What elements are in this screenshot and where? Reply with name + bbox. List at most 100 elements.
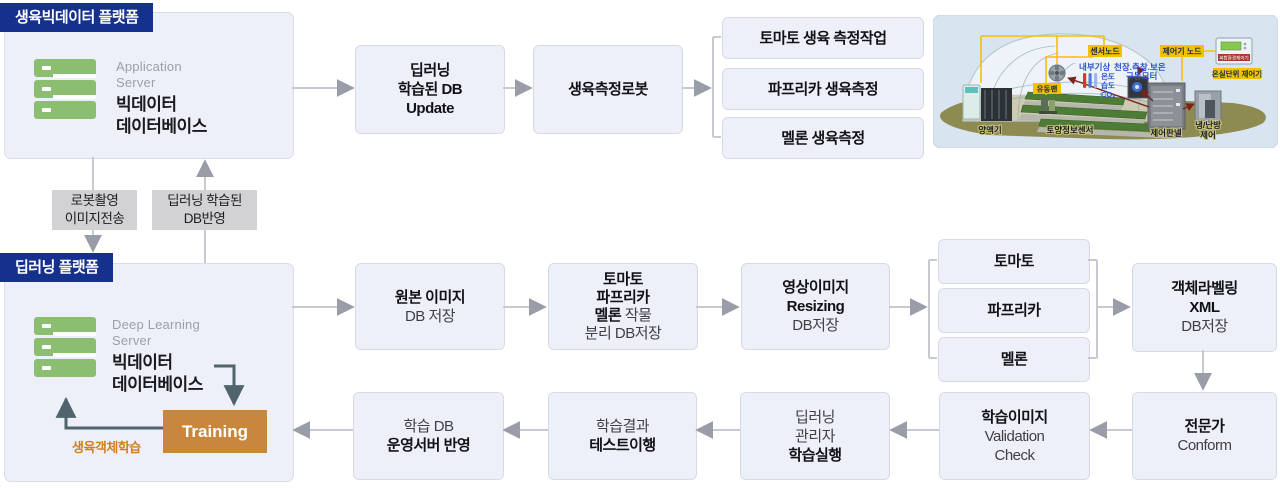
text-line: 딥러닝 bbox=[795, 408, 835, 426]
text-line: 딥러닝 bbox=[410, 62, 450, 79]
flow-box-expert-conform: 전문가 Conform bbox=[1132, 392, 1277, 480]
text-line: 학습이미지 bbox=[981, 408, 1048, 426]
chip-controller-node: 제어기 노드 bbox=[1162, 46, 1202, 56]
text-line: Update bbox=[406, 100, 454, 117]
text-line: 학습실행 bbox=[788, 446, 842, 464]
fan-icon bbox=[1048, 64, 1066, 82]
text-line: 학습결과 bbox=[595, 418, 650, 435]
text-line: 빅데이터 bbox=[116, 95, 177, 114]
chip-fan: 유동팬 bbox=[1037, 83, 1058, 93]
text-line: 로봇촬영 bbox=[70, 193, 119, 208]
text-line: 데이터베이스 bbox=[116, 117, 207, 136]
server-icon bbox=[34, 59, 96, 119]
label-nutrient: 양액기 bbox=[978, 125, 1001, 135]
chip-unit-controller: 온실단위 제어기 bbox=[1212, 68, 1262, 78]
text-line: 토마토 bbox=[603, 270, 643, 288]
text-line: Server bbox=[116, 75, 156, 90]
text-line: Conform bbox=[1177, 437, 1232, 454]
flow-box-measure-robot: 생육측정로봇 bbox=[533, 45, 683, 134]
server-icon bbox=[34, 317, 96, 377]
unit-controller-device: 복합환경제어기 bbox=[1215, 37, 1253, 65]
label-motor-line1: 천장.측창.보온 bbox=[1114, 62, 1166, 72]
training-box: Training bbox=[163, 410, 267, 453]
text-line: 영상이미지 bbox=[782, 279, 849, 296]
sensor-thermometers bbox=[1083, 73, 1098, 88]
flow-box-paprika-task: 파프리카 생육측정 bbox=[722, 68, 924, 110]
text-line: Server bbox=[112, 333, 152, 348]
text-line: 멜론 생육측정 bbox=[781, 129, 865, 147]
flow-box-melon-task: 멜론 생육측정 bbox=[722, 117, 924, 159]
flow-box-deploy-db: 학습 DB 운영서버 반영 bbox=[353, 392, 504, 480]
text-line: DB 저장 bbox=[404, 307, 456, 325]
device-caption: 복합환경제어기 bbox=[1219, 54, 1249, 61]
nutrient-machine bbox=[962, 84, 1012, 121]
training-note: 생육객체학습 bbox=[72, 440, 141, 455]
label-temp: 온도 bbox=[1101, 72, 1115, 81]
label-cooling-line1: 냉/난방 bbox=[1195, 120, 1221, 130]
deep-platform-tag: 딥러닝 플랫폼 bbox=[0, 253, 114, 282]
ground-labels: 양액기 토양정보센서 제어판넬 냉/난방 제어 bbox=[977, 119, 1222, 141]
text-line: Application bbox=[116, 59, 182, 74]
text-line: 파프리카 bbox=[987, 302, 1041, 319]
sensor-texts: 내부기상 천장.측창.보온 구동모터 온도 습도 CO₂ bbox=[1079, 62, 1166, 99]
control-panel-cabinet bbox=[1147, 82, 1186, 130]
text-line: DB저장 bbox=[1181, 318, 1228, 335]
yellow-wiring bbox=[980, 35, 1216, 95]
label-control-panel: 제어판넬 bbox=[1150, 128, 1181, 138]
label-humidity: 습도 bbox=[1101, 80, 1115, 90]
label-co2: CO₂ bbox=[1101, 90, 1116, 99]
text-line: 운영서버 반영 bbox=[386, 437, 471, 454]
text-line: 학습 DB bbox=[403, 418, 454, 435]
text-line: 생육측정로봇 bbox=[568, 81, 648, 98]
text-line: 관리자 bbox=[795, 427, 835, 445]
flow-box-melon: 멜론 bbox=[938, 337, 1090, 382]
flow-box-tomato: 토마토 bbox=[938, 239, 1090, 284]
text-line: 토마토 bbox=[994, 253, 1034, 270]
bracket-crops-left bbox=[928, 259, 937, 359]
text-line: 데이터베이스 bbox=[112, 375, 203, 394]
bigdata-platform-tag: 생육빅데이터 플랫폼 bbox=[0, 3, 154, 32]
text-line: 파프리카 bbox=[596, 288, 650, 306]
chip-sensor-node: 센서노드 bbox=[1090, 46, 1120, 56]
text-line: 파프리카 생육측정 bbox=[767, 80, 879, 98]
text-line: 학습된 DB bbox=[397, 81, 463, 98]
text-line: XML bbox=[1189, 299, 1220, 316]
text-line: 멜론 작물 bbox=[594, 306, 652, 324]
text-line: Validation bbox=[984, 427, 1045, 445]
cooling-heating-photo bbox=[1194, 90, 1222, 122]
bracket-tasks bbox=[712, 36, 721, 138]
text-line: 이미지전송 bbox=[64, 211, 125, 226]
label-cooling-line2: 제어 bbox=[1200, 130, 1216, 140]
label-soil-sensor: 토양정보센서 bbox=[1047, 125, 1094, 135]
text-line: Deep Learning bbox=[112, 317, 200, 332]
greenhouse-chips: 센서노드 제어기 노드 유동팬 온실단위 제어기 bbox=[1033, 45, 1262, 94]
text-line: 객체라벨링 bbox=[1171, 280, 1238, 297]
text-line: 테스트이행 bbox=[589, 437, 656, 454]
flow-box-paprika: 파프리카 bbox=[938, 288, 1090, 333]
text-line: 멜론 bbox=[1000, 351, 1028, 368]
label-indoor-weather: 내부기상 bbox=[1079, 62, 1110, 72]
greenhouse-illustration: 복합환경제어기 센서노드 제어기 노드 bbox=[933, 15, 1278, 148]
soil-sensor-device bbox=[1039, 97, 1057, 114]
text-line: Resizing bbox=[786, 298, 845, 315]
text-line: Check bbox=[994, 446, 1035, 464]
text-line: 전문가 bbox=[1184, 418, 1225, 435]
flow-box-labeling-xml: 객체라벨링 XML DB저장 bbox=[1132, 263, 1277, 352]
text-line: DB반영 bbox=[183, 211, 226, 226]
red-arrows bbox=[1067, 66, 1195, 111]
